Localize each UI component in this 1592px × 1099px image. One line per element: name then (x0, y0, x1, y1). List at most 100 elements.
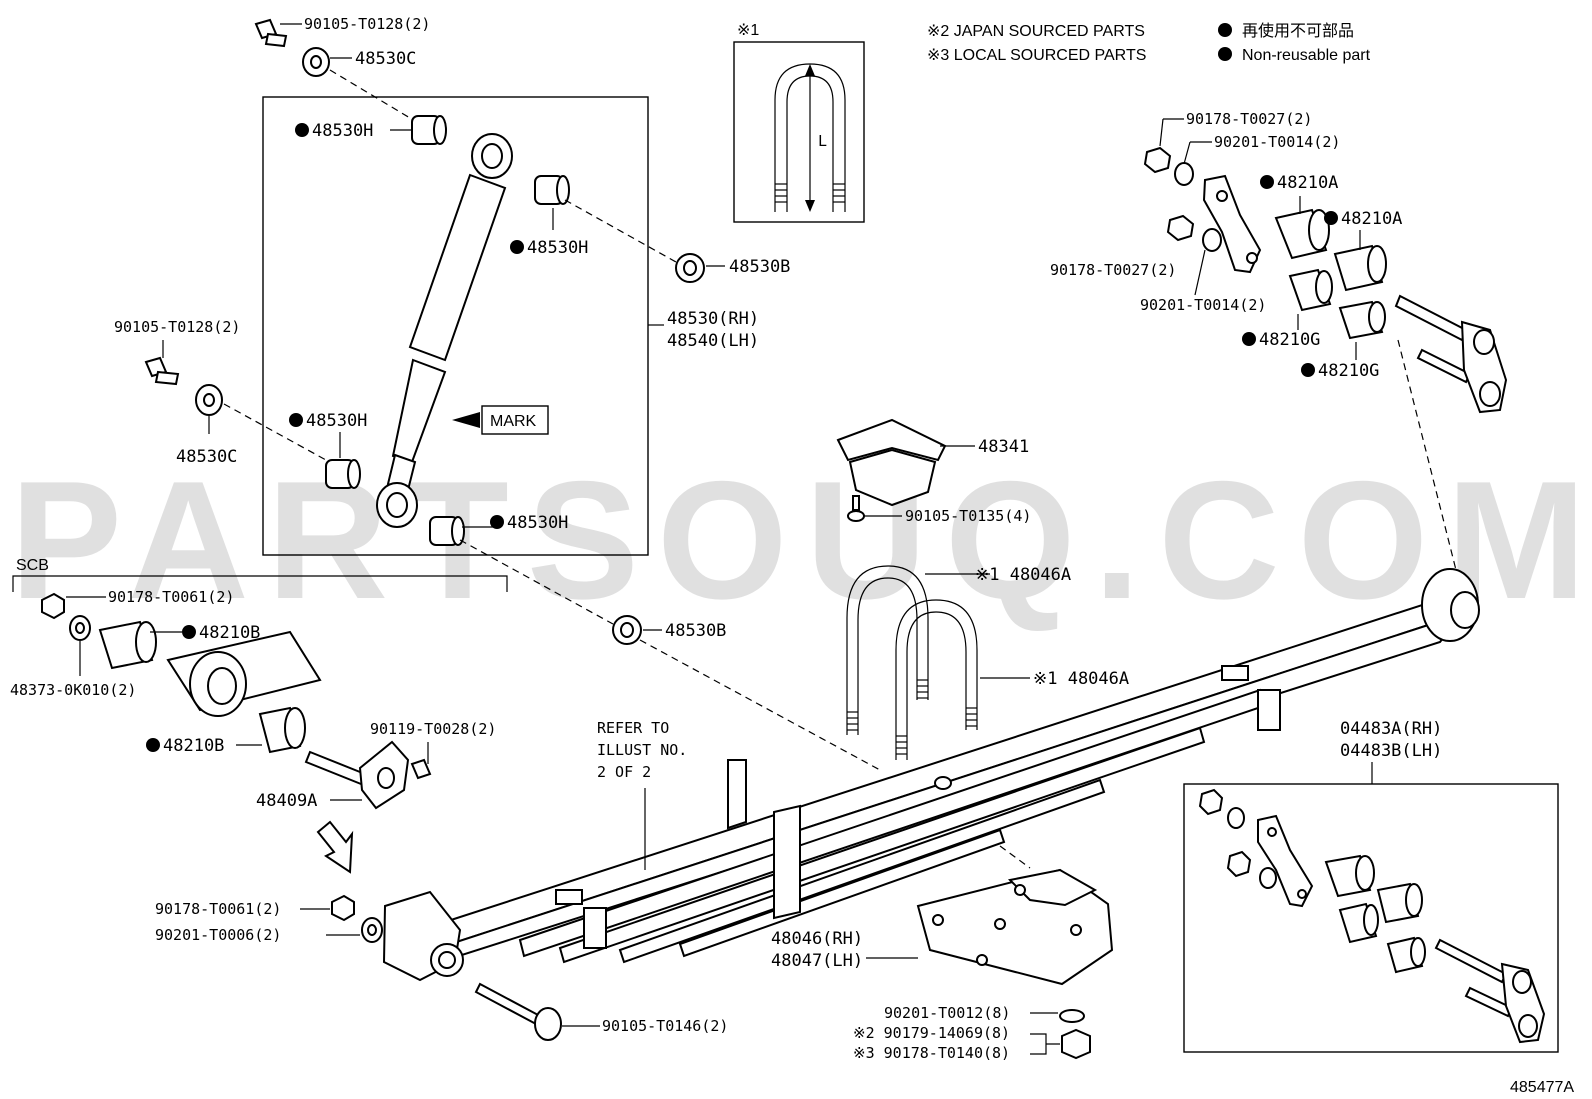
dashed-guide (459, 539, 614, 625)
non-reusable-dot-icon (1324, 211, 1338, 225)
spring-eye-icon (166, 630, 322, 717)
shackle-assembly-icon (1198, 788, 1546, 1044)
part-48530c: 48530C (176, 447, 237, 467)
part-48530h: 48530H (507, 513, 568, 533)
dashed-guide (564, 199, 677, 263)
seat-label-rh: 48046(RH) (771, 929, 863, 949)
non-reusable-dot-icon (1301, 363, 1315, 377)
label-48530-rh: 48530(RH) (667, 309, 759, 329)
dimension-label: L (818, 132, 827, 150)
refer-note-line: ILLUST NO. (597, 741, 687, 759)
nut-icon (41, 592, 65, 620)
nut-icon (1143, 146, 1222, 252)
watermark: PARTSOUQ.COM (10, 446, 1592, 634)
washer-hole (367, 924, 377, 936)
part-48409a: 48409A (256, 791, 317, 811)
mark-arrow-icon (452, 412, 480, 428)
dashed-guide (329, 69, 411, 119)
part-48210b: 48210B (199, 623, 260, 643)
dashed-guide (1397, 339, 1457, 571)
part-48341: 48341 (978, 437, 1029, 457)
part-48530c: 48530C (355, 49, 416, 69)
shackle-hole (1246, 252, 1258, 264)
washer-hole (203, 393, 215, 407)
ubolt-icon (846, 565, 978, 760)
scb-label: SCB (16, 557, 49, 574)
nut-icon (1061, 1028, 1091, 1060)
washer-hole (310, 55, 322, 69)
part-90201-t0014: 90201-T0014(2) (1140, 296, 1266, 314)
bolt-icon (847, 495, 865, 522)
bushing-icon (325, 115, 570, 546)
non-reusable-dot-icon (1218, 47, 1232, 61)
shock-absorber-icon (376, 133, 513, 528)
washer-hole (683, 260, 697, 276)
bump-stopper-icon (836, 418, 947, 507)
part-90105-t0146: 90105-T0146(2) (602, 1017, 728, 1035)
part-90105-t0128: 90105-T0128(2) (114, 318, 240, 336)
part-48210g: 48210G (1318, 361, 1379, 381)
part-90178-t0027: 90178-T0027(2) (1186, 110, 1312, 128)
arrow-down-icon (805, 200, 815, 212)
non-reusable-dot-icon (1218, 23, 1232, 37)
spring-seat-icon (916, 868, 1114, 986)
part-48530b: 48530B (729, 257, 790, 277)
part-48530h: 48530H (312, 121, 373, 141)
pin-bracket-icon (304, 740, 410, 810)
part-48210g: 48210G (1259, 330, 1320, 350)
direction-arrow-icon (316, 820, 354, 874)
non-reusable-dot-icon (146, 738, 160, 752)
note-local-sourced: ※3 LOCAL SOURCED PARTS (927, 47, 1146, 64)
non-reusable-dot-icon (1260, 175, 1274, 189)
ref1-mark: ※1 (737, 22, 759, 39)
part-48210b: 48210B (163, 736, 224, 756)
note-non-reusable-en: Non-reusable part (1242, 47, 1371, 64)
ubolt-thread-icon (775, 183, 845, 203)
part-90119-t0028: 90119-T0028(2) (370, 720, 496, 738)
non-reusable-dot-icon (289, 413, 303, 427)
leaf-spring-icon (382, 568, 1480, 982)
label-48540-lh: 48540(LH) (667, 331, 759, 351)
leader-line (1159, 118, 1164, 147)
nut-icon (331, 894, 355, 922)
shock-absorber-group-box (262, 96, 649, 556)
seat-label-lh: 48047(LH) (771, 951, 863, 971)
ubolt-thread-icon (847, 679, 977, 755)
shackle-assembly-box (1183, 783, 1559, 1053)
part-90178-t0061: 90178-T0061(2) (155, 900, 281, 918)
leader-line (1183, 141, 1191, 165)
refer-note-line: 2 OF 2 (597, 763, 651, 781)
assembly-label-rh: 04483A(RH) (1340, 719, 1442, 739)
part-48210a: 48210A (1277, 173, 1338, 193)
washer-hole (75, 622, 85, 634)
dashed-guide (999, 845, 1031, 869)
mark-label: MARK (490, 413, 537, 430)
ubolt-detail-box (733, 41, 865, 223)
washer-icon (1059, 1009, 1085, 1023)
non-reusable-dot-icon (1242, 332, 1256, 346)
non-reusable-dot-icon (182, 625, 196, 639)
refer-note-line: REFER TO (597, 719, 669, 737)
part-90201-t0014: 90201-T0014(2) (1214, 133, 1340, 151)
shackle-hole (1216, 190, 1228, 202)
part-48046a: ※1 48046A (1033, 669, 1129, 689)
dashed-guide (223, 403, 327, 461)
non-reusable-dot-icon (510, 240, 524, 254)
part-48046a: ※1 48046A (975, 565, 1071, 585)
arrow-up-icon (805, 64, 815, 76)
part-90201-t0006: 90201-T0006(2) (155, 926, 281, 944)
non-reusable-dot-icon (295, 123, 309, 137)
mark-callout-box (481, 405, 549, 435)
part-90201-t0012: 90201-T0012(8) (884, 1004, 1010, 1022)
leader-line (1194, 249, 1206, 296)
bolt-icon (254, 18, 288, 48)
part-48210a: 48210A (1341, 209, 1402, 229)
long-bolt-icon (474, 982, 562, 1041)
dashed-guide (639, 639, 881, 771)
note-japan-sourced: ※2 JAPAN SOURCED PARTS (927, 23, 1145, 40)
part-90105-t0135: 90105-T0135(4) (905, 507, 1031, 525)
part-48530h: 48530H (306, 411, 367, 431)
bushing-icon (1274, 208, 1387, 340)
